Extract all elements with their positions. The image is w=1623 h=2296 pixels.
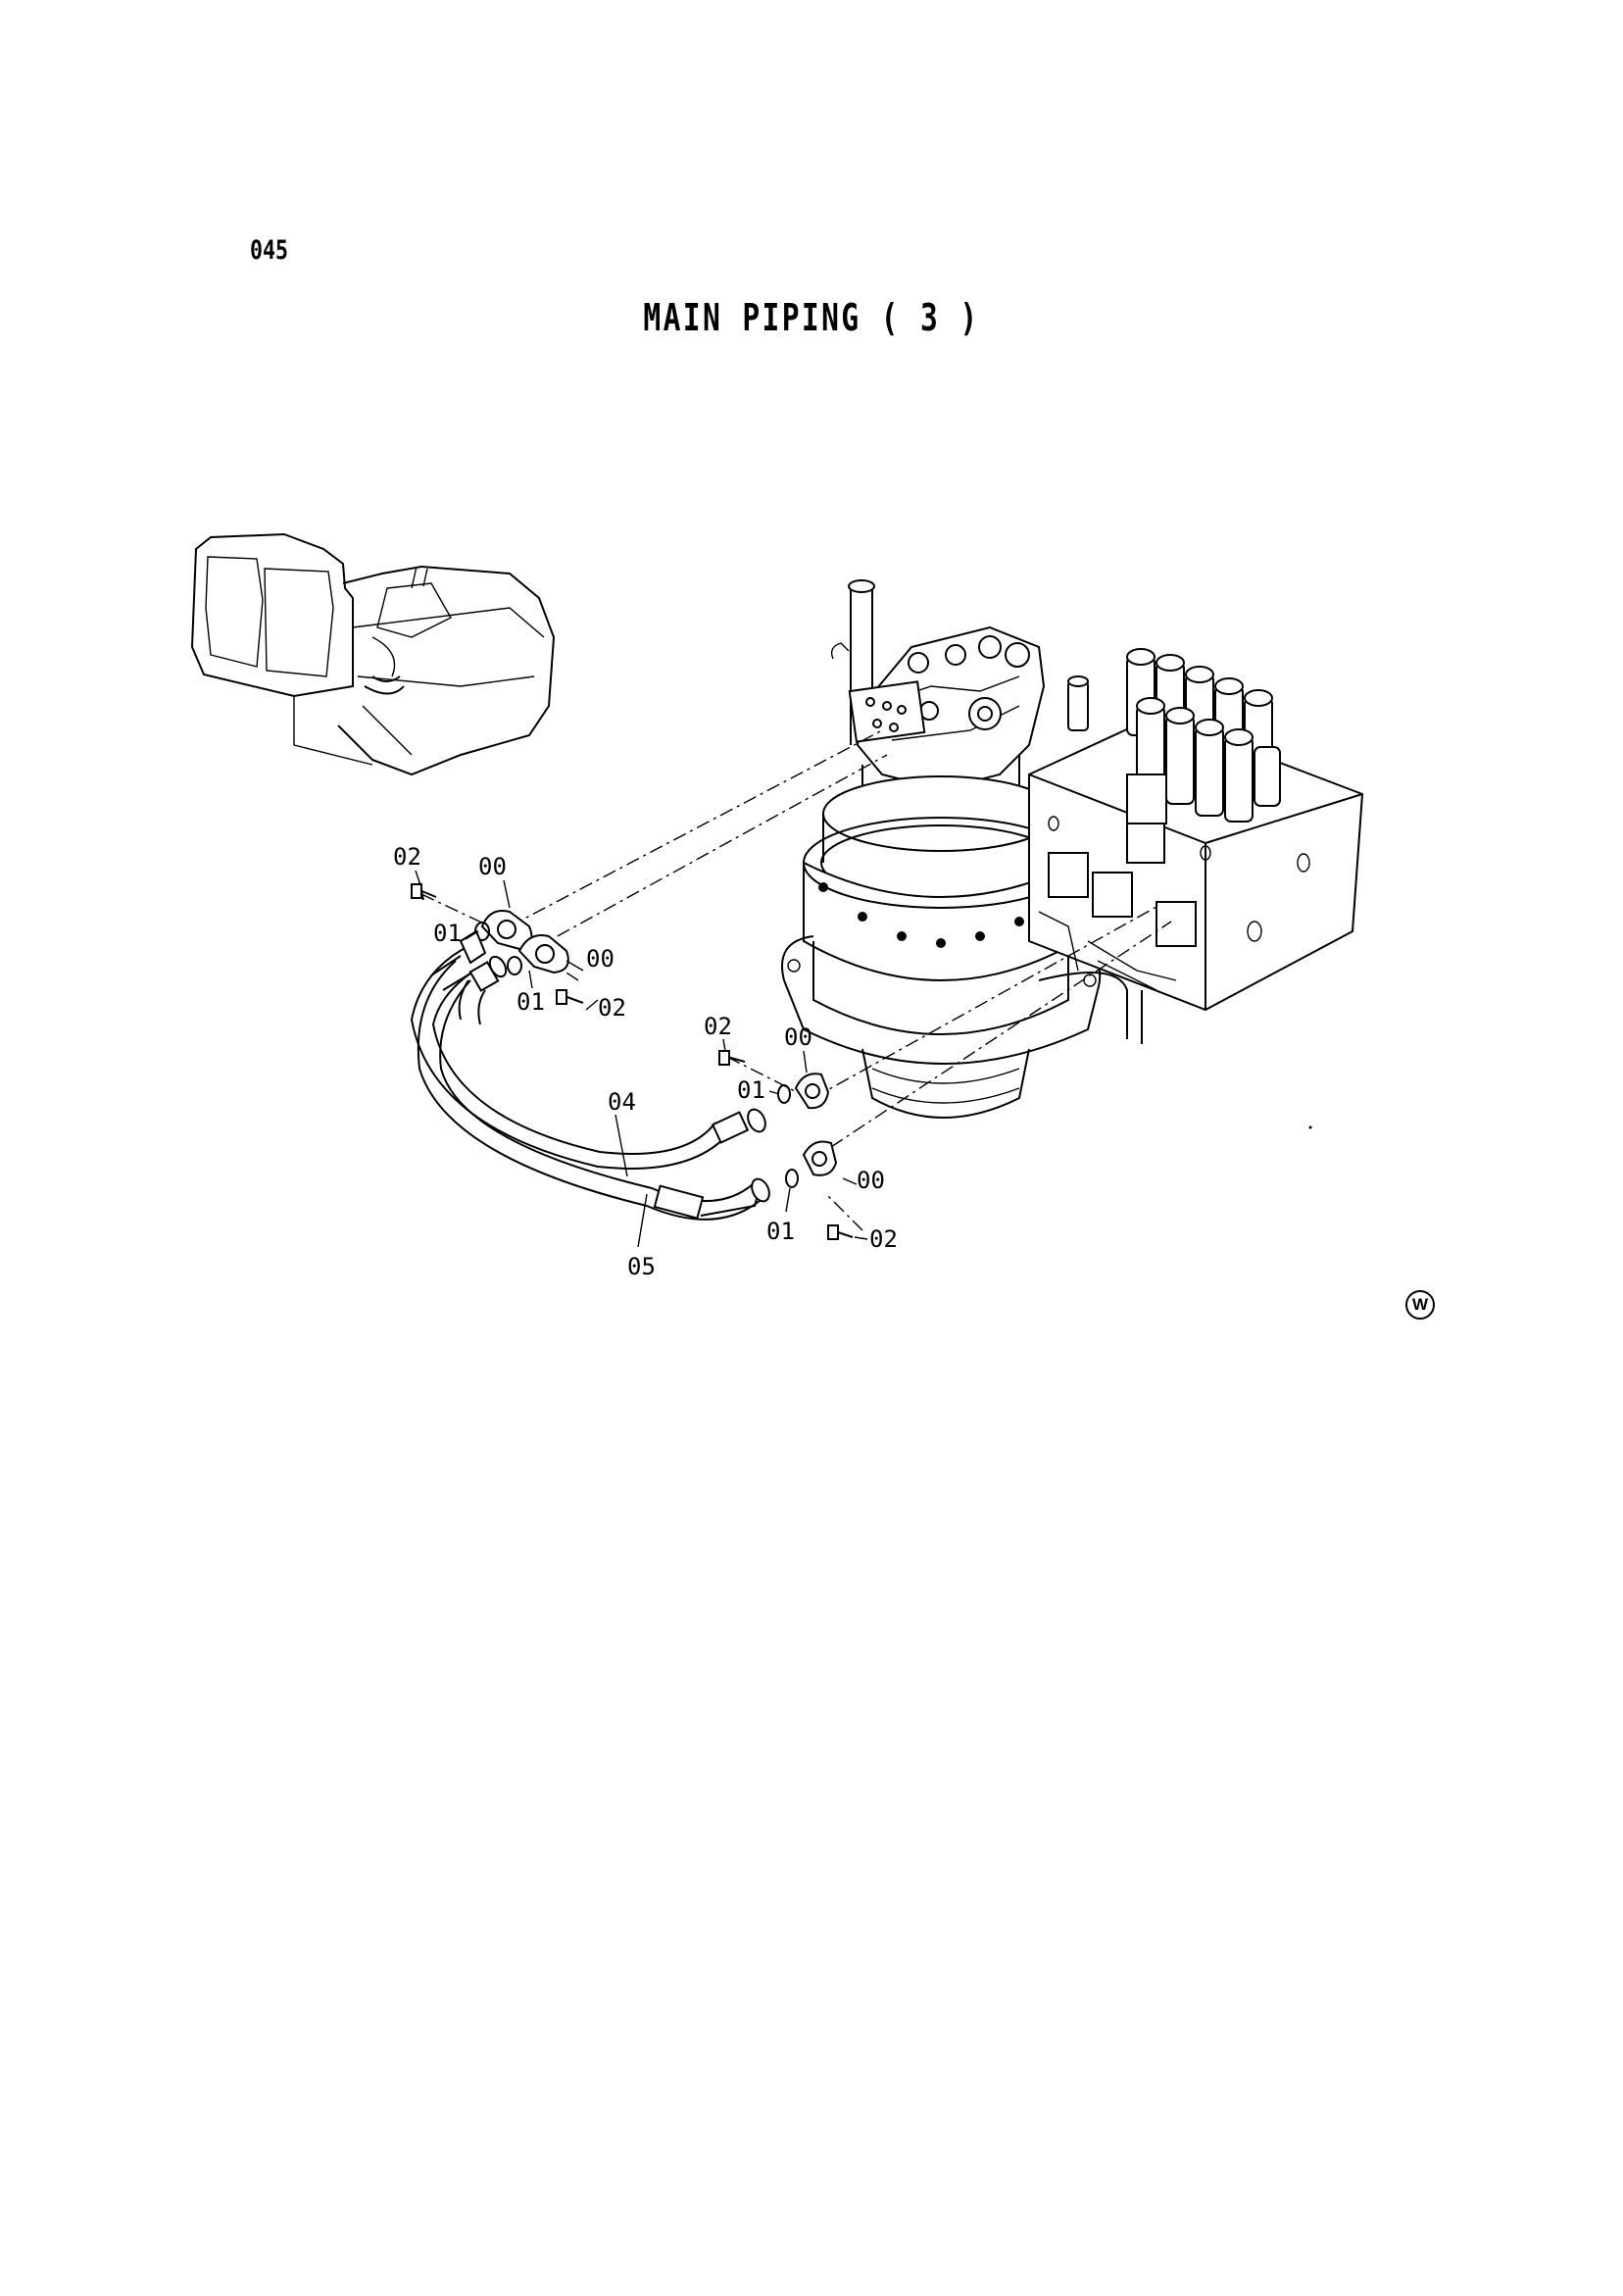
callout-flange-middle: 00 [784,1023,812,1051]
page-number: 045 [250,235,289,266]
callout-bolt-upper-top: 02 [393,843,421,871]
callout-oring-upper-left: 01 [433,920,462,947]
excavator-locator-icon [190,532,556,776]
w-mark-icon: W [1405,1290,1435,1320]
callout-oring-upper-bottom: 01 [516,988,545,1016]
page-title: MAIN PIPING ( 3 ) [643,296,980,339]
control-valve [1028,648,1364,1012]
hoses [410,929,770,1221]
callout-bolt-upper-bottom: 02 [598,994,626,1022]
callout-flange-upper-right: 00 [586,945,615,973]
flange-set-upper [411,881,584,1005]
callout-bolt-lower: 02 [869,1225,898,1253]
callout-hose-04: 04 [608,1088,636,1116]
flange-set-middle [718,1050,830,1110]
callout-flange-upper-top: 00 [478,853,507,880]
callout-hose-05: 05 [627,1253,656,1280]
callout-bolt-middle: 02 [704,1013,732,1040]
flange-set-lower [785,1140,854,1240]
swing-motor [781,579,1143,1119]
callout-oring-lower: 01 [766,1218,795,1245]
callout-flange-lower: 00 [857,1167,885,1194]
callout-oring-middle: 01 [737,1076,765,1104]
